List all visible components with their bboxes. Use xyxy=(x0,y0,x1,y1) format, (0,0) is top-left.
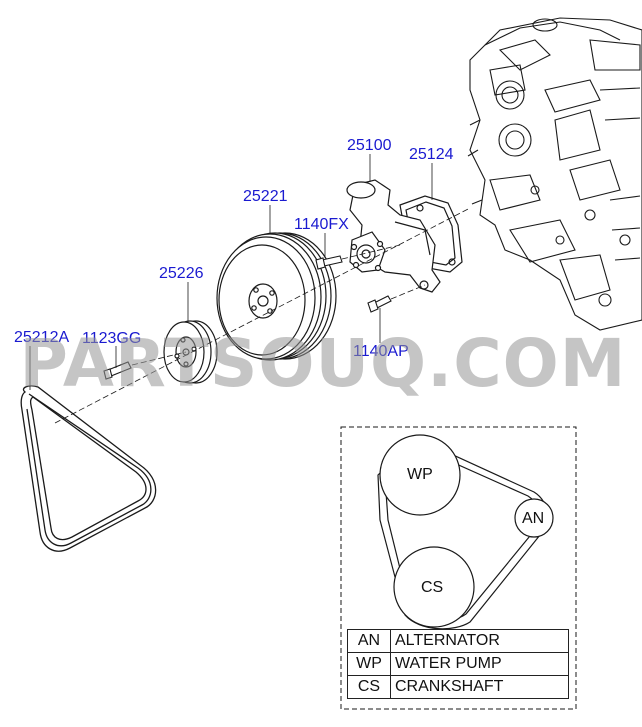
inset-label-an: AN xyxy=(522,510,545,527)
v-belt-drawing xyxy=(20,385,157,552)
inset-water-pump-circle xyxy=(379,434,461,516)
legend-row: AN ALTERNATOR xyxy=(347,629,569,653)
callout-25226[interactable]: 25226 xyxy=(159,265,204,282)
inset-label-wp: WP xyxy=(407,466,433,483)
legend-code: CS xyxy=(347,675,391,699)
fan-pulley-drawing xyxy=(163,320,218,384)
callout-1140fx[interactable]: 1140FX xyxy=(294,216,349,233)
legend-row: WP WATER PUMP xyxy=(347,652,569,676)
legend-name: CRANKSHAFT xyxy=(390,675,569,699)
legend-table: AN ALTERNATOR WP WATER PUMP CS CRANKSHAF… xyxy=(347,629,569,699)
callout-leader-lines xyxy=(29,154,433,390)
engine-block-drawing xyxy=(467,17,642,331)
inset-belt-routing xyxy=(340,426,577,710)
inset-alternator-circle xyxy=(514,498,554,538)
assembly-axis-lines xyxy=(54,207,471,424)
callout-25100[interactable]: 25100 xyxy=(347,137,392,154)
legend-code: AN xyxy=(347,629,391,653)
legend-row: CS CRANKSHAFT xyxy=(347,675,569,699)
callout-25212a[interactable]: 25212A xyxy=(14,329,70,346)
callout-1123gg[interactable]: 1123GG xyxy=(82,330,142,347)
bolts-drawing xyxy=(103,255,392,380)
legend-name: WATER PUMP xyxy=(390,652,569,676)
legend-code: WP xyxy=(347,652,391,676)
callout-25221[interactable]: 25221 xyxy=(243,188,288,205)
legend-name: ALTERNATOR xyxy=(390,629,569,653)
inset-crankshaft-circle xyxy=(393,546,475,628)
inset-label-cs: CS xyxy=(421,579,444,596)
crankshaft-pulley-drawing xyxy=(216,232,337,361)
callout-25124[interactable]: 25124 xyxy=(409,146,454,163)
water-pump-drawing xyxy=(346,179,441,293)
callout-1140ap[interactable]: 1140AP xyxy=(353,343,409,360)
